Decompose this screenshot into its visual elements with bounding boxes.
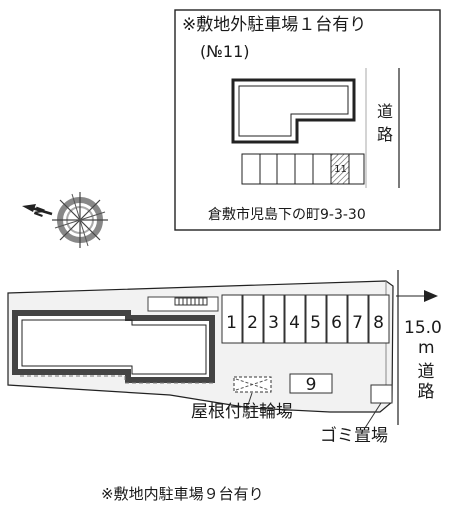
parking-space-8: 8 [373,313,384,333]
bike-label-pointer [247,392,253,406]
inset-space-11-label: 11 [334,164,347,175]
parking-space-7: 7 [352,313,363,333]
main-building [12,310,215,383]
footer-note: ※敷地内駐車場９台有り [101,485,264,503]
inset-title: ※敷地外駐車場１台有り [182,15,367,35]
parking-space-4: 4 [289,313,300,333]
inset-road-label: 道路 [376,102,393,144]
parking-space-3: 3 [268,313,279,333]
parking-row [221,294,390,344]
trash-label-pointer [364,402,382,429]
parking-space-9 [289,373,333,394]
inset-building [231,78,356,144]
road-width-arrow-icon [424,290,438,302]
parking-space-9-label: 9 [305,375,317,395]
trash-area [370,384,393,404]
road-label: 道路 [417,362,435,402]
road-width-value: 15.0 [404,318,442,338]
trash-area-label: ゴミ置場 [320,426,388,446]
road-width-unit: m [418,338,435,358]
parking-space-1: 1 [226,313,237,333]
compass-north-label: N [31,205,48,219]
compass-icon: N [22,192,108,248]
inset-address: 倉敷市児島下の町9-3-30 [208,207,366,223]
bike-parking-label: 屋根付駐輪場 [191,402,293,422]
parking-space-2: 2 [247,313,258,333]
parking-space-6: 6 [331,313,342,333]
inset-space-11 [330,153,350,185]
inset-frame [174,9,441,231]
inset-number: (№11) [200,42,250,61]
parking-space-5: 5 [310,313,321,333]
